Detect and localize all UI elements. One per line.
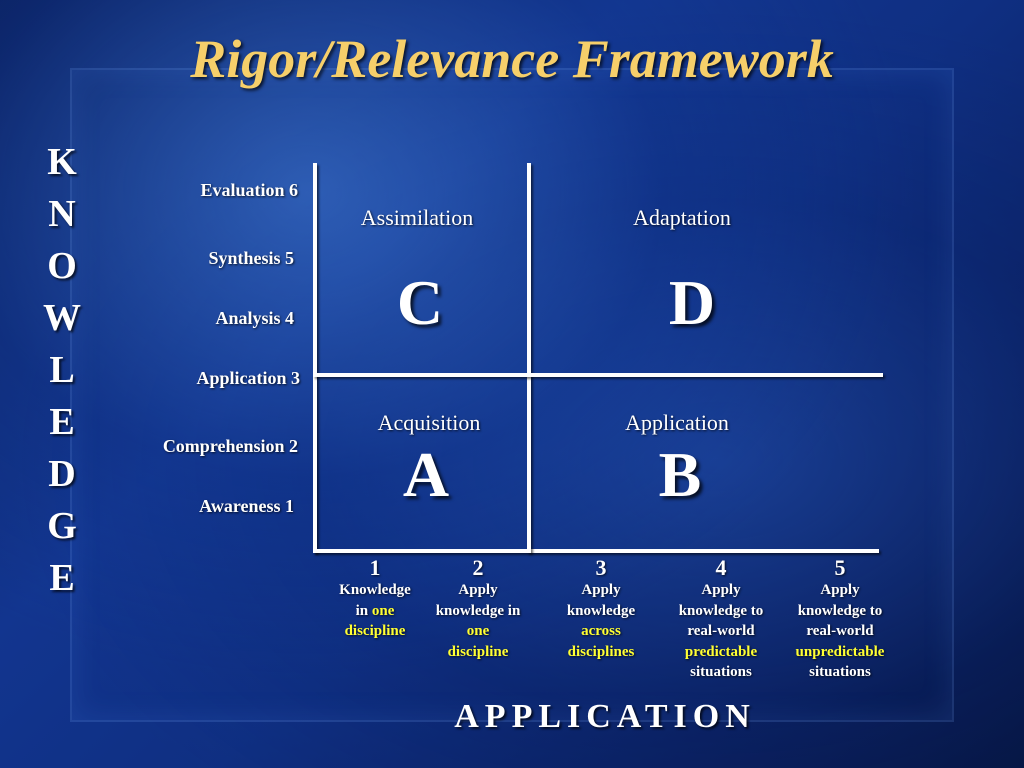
level-evaluation: Evaluation 6 [200,180,298,200]
knowledge-letter: K [47,141,77,183]
level-application: Application 3 [196,368,300,388]
horizontal-divider [313,373,883,377]
knowledge-letter: L [49,349,75,391]
vertical-divider [527,163,531,553]
y-axis-line [313,163,317,553]
quadrant-b-letter: B [658,439,702,510]
knowledge-letter: O [47,245,77,287]
quadrant-b-name: Application [625,410,729,435]
quadrant-a-name: Acquisition [377,410,481,435]
knowledge-letter: E [49,557,75,599]
application-level-number: 2 [472,555,484,580]
knowledge-letter: D [48,453,76,495]
highlighted-term: disciplines [567,643,635,660]
knowledge-letter: N [48,193,76,235]
highlighted-term: one [466,623,490,639]
level-comprehension: Comprehension 2 [162,436,298,456]
application-level-number: 3 [595,555,607,580]
application-level-number: 5 [834,555,846,580]
highlighted-term: one [371,602,395,619]
application-level-number: 4 [715,555,727,580]
level-synthesis: Synthesis 5 [208,248,294,268]
quadrant-a-letter: A [402,439,450,510]
knowledge-letter: W [43,297,81,339]
x-axis-line [313,549,879,553]
page-title: Rigor/Relevance Framework [190,29,834,89]
quadrant-c-name: Assimilation [360,205,474,230]
quadrant-d-letter: D [668,267,716,338]
quadrant-d-name: Adaptation [633,205,731,230]
highlighted-term: predictable [684,643,758,660]
background-frame [70,68,954,722]
highlighted-term: unpredictable [795,643,885,660]
level-awareness: Awareness 1 [199,496,294,516]
application-level-number: 1 [369,555,381,580]
application-axis-label: APPLICATION [454,698,756,735]
highlighted-term: discipline [344,623,406,639]
level-analysis: Analysis 4 [215,308,294,328]
highlighted-term: across [581,623,621,639]
quadrant-c-letter: C [396,267,444,338]
knowledge-letter: E [49,401,75,443]
knowledge-letter: G [47,505,77,547]
highlighted-term: discipline [447,643,509,660]
